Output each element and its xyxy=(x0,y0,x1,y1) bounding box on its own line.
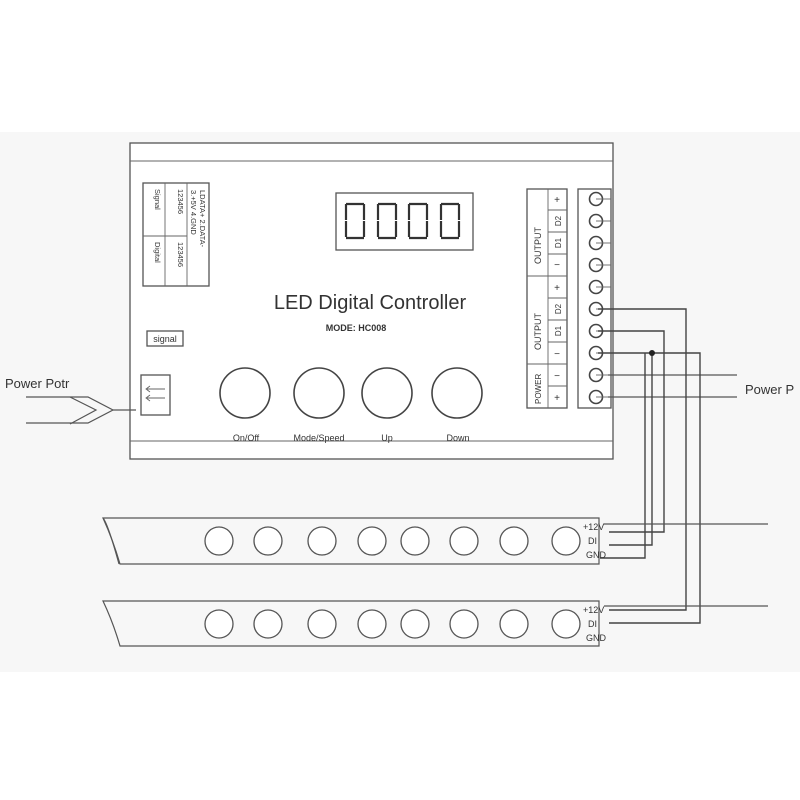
strip-2-di-label: DI xyxy=(588,619,597,629)
pin-label: + xyxy=(554,195,560,206)
power-group-label: POWER xyxy=(534,374,543,404)
power-input-left: Power Potr xyxy=(5,376,136,425)
pin-label: − xyxy=(554,349,560,360)
pin-label: D1 xyxy=(554,237,563,248)
up-label: Up xyxy=(381,433,393,443)
display-digit xyxy=(376,202,398,240)
strip-1-gnd-label: GND xyxy=(586,550,607,560)
pin-label: D2 xyxy=(554,303,563,314)
up-button[interactable] xyxy=(361,367,413,419)
led-pixel xyxy=(253,609,283,639)
on-off-button[interactable] xyxy=(219,367,271,419)
led-pixel xyxy=(551,609,581,639)
led-strip-1: +12V DI GND xyxy=(102,517,607,565)
strip-1-12v-label: +12V xyxy=(583,522,604,532)
on-off-label: On/Off xyxy=(233,433,260,443)
down-label: Down xyxy=(446,433,469,443)
mode-speed-button[interactable] xyxy=(293,367,345,419)
strip-2-12v-label: +12V xyxy=(583,605,604,615)
label-panel-col1: LDATA+ 2.DATA- xyxy=(198,190,207,248)
seven-segment-display xyxy=(335,192,474,251)
down-button[interactable] xyxy=(431,367,483,419)
pin-label: − xyxy=(554,260,560,271)
label-panel-col3: 123456 xyxy=(176,189,185,214)
led-pixel xyxy=(357,609,387,639)
display-digit xyxy=(439,202,461,240)
label-panel-col5: Signal xyxy=(153,189,162,210)
led-pixel xyxy=(357,526,387,556)
signal-wiring xyxy=(598,308,768,624)
power-left-label: Power Potr xyxy=(5,376,70,391)
power-input-jack xyxy=(140,374,171,416)
led-pixel xyxy=(204,609,234,639)
output-group-1-label: OUTPUT xyxy=(533,227,543,265)
display-digit xyxy=(344,202,366,240)
led-pixel xyxy=(400,526,430,556)
led-pixel xyxy=(307,609,337,639)
led-pixel xyxy=(253,526,283,556)
terminal-block: OUTPUT OUTPUT POWER + D2 D1 − + D2 D1 − … xyxy=(526,188,612,409)
strip-1-di-label: DI xyxy=(588,536,597,546)
power-right-label: Power P xyxy=(745,382,794,397)
signal-label-box xyxy=(146,330,184,347)
controller-model: MODE: HC008 xyxy=(326,323,387,333)
label-panel-col2: 3.+5V 4.GND xyxy=(189,190,198,235)
mode-speed-label: Mode/Speed xyxy=(293,433,344,443)
led-pixel xyxy=(551,526,581,556)
led-pixel xyxy=(449,526,479,556)
wire-junction xyxy=(649,350,655,356)
led-pixel xyxy=(204,526,234,556)
led-strip-2: +12V DI GND xyxy=(102,600,607,647)
pin-label: D1 xyxy=(554,325,563,336)
pin-label: − xyxy=(554,371,560,382)
led-pixel xyxy=(499,526,529,556)
pin-label: + xyxy=(554,393,560,404)
led-pixel xyxy=(449,609,479,639)
led-pixel xyxy=(307,526,337,556)
display-digit xyxy=(407,202,429,240)
output-group-2-label: OUTPUT xyxy=(533,313,543,351)
led-pixel xyxy=(400,609,430,639)
signal-label: signal xyxy=(153,334,177,344)
pin-label: + xyxy=(554,283,560,294)
terminal-label-strip xyxy=(526,188,568,409)
pin-label: D2 xyxy=(554,215,563,226)
label-panel-col6: Digital xyxy=(153,242,162,263)
strip-2-gnd-label: GND xyxy=(586,633,607,643)
label-panel: LDATA+ 2.DATA- 3.+5V 4.GND 123456 123456… xyxy=(142,182,210,287)
power-input-right: Power P xyxy=(608,374,794,398)
controller-title: LED Digital Controller xyxy=(274,292,467,314)
led-pixel xyxy=(499,609,529,639)
label-panel-col4: 123456 xyxy=(176,242,185,267)
